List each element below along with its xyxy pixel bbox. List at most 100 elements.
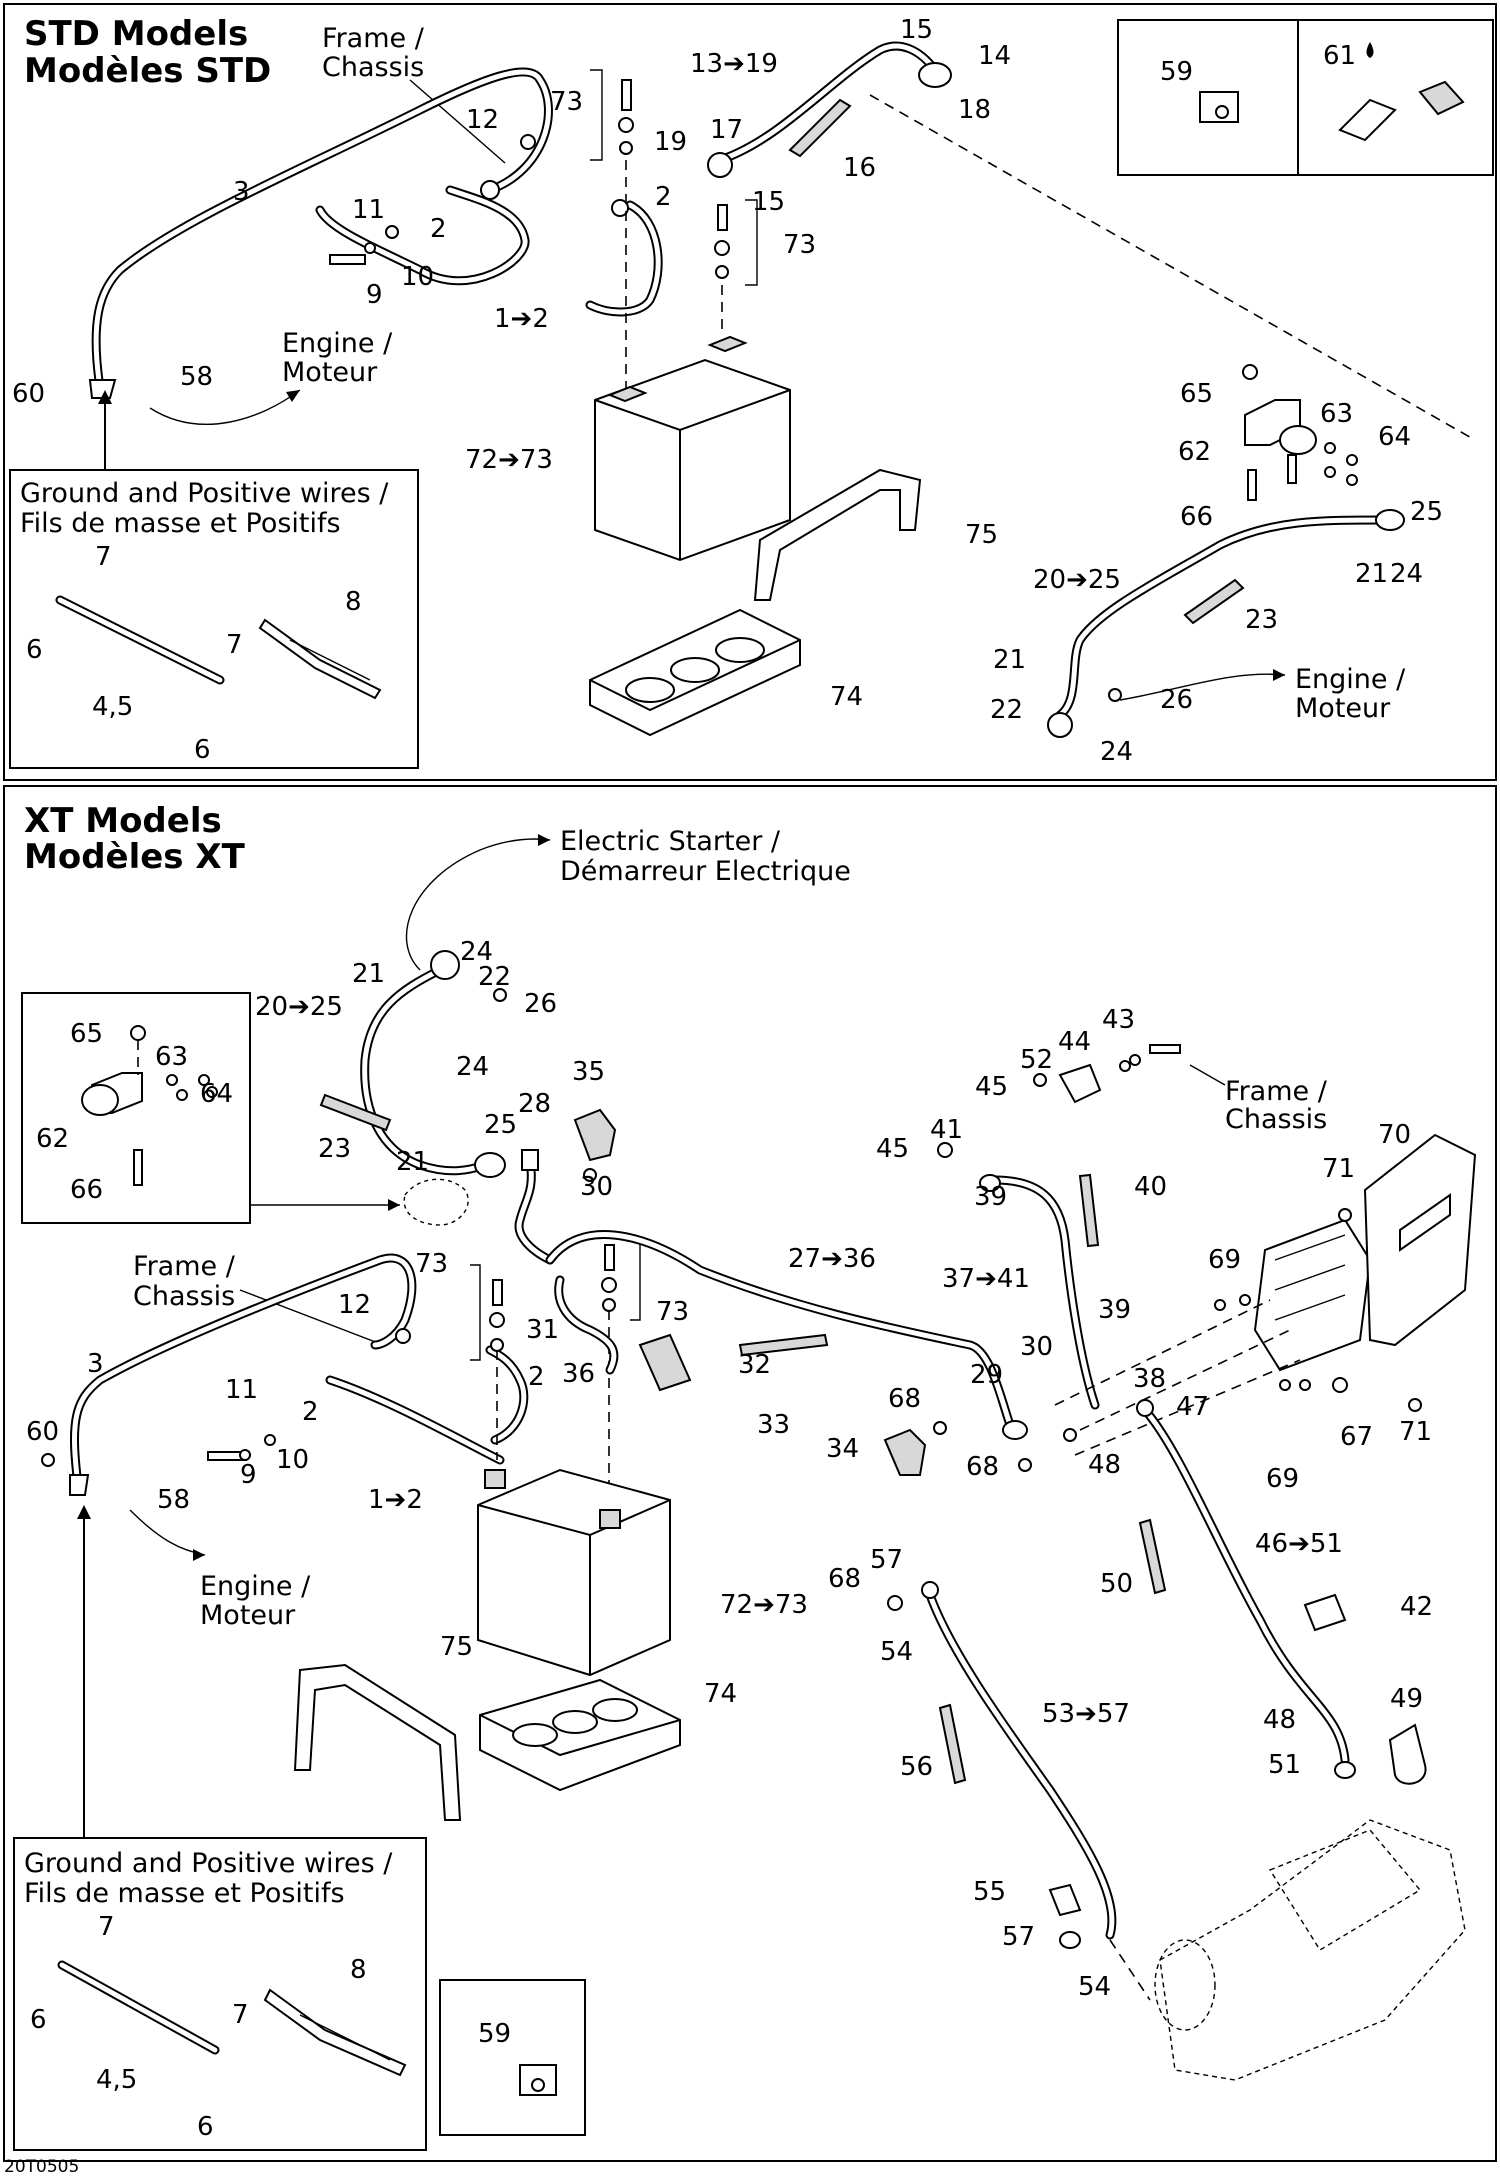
std-callout-15a: 15 xyxy=(900,15,933,45)
std-cable-20-25 xyxy=(1047,509,1405,738)
xt-callout-55: 55 xyxy=(973,1877,1006,1907)
std-title-en: STD Models xyxy=(24,14,248,54)
xt-callout-44: 44 xyxy=(1058,1027,1091,1057)
xt-cable-53-57 xyxy=(887,1581,1117,1949)
std-callout-58: 58 xyxy=(180,362,213,392)
std-callout-2b: 2 xyxy=(655,182,672,212)
xt-callout-60: 60 xyxy=(26,1417,59,1447)
xt-callout-21b: 21 xyxy=(396,1147,429,1177)
xt-callout-69a: 69 xyxy=(1208,1245,1241,1275)
std-battery-tray xyxy=(589,608,801,737)
std-callout-21b: 21 xyxy=(993,645,1026,675)
xt-engine-label-fr: Moteur xyxy=(200,1600,296,1631)
std-engine2-label-en: Engine / xyxy=(1295,664,1406,695)
xt-callout-53-57: 53➔57 xyxy=(1042,1699,1130,1729)
xt-frame-label-fr: Chassis xyxy=(133,1281,235,1312)
xt-starter-label-fr: Démarreur Electrique xyxy=(560,856,851,887)
std-callout-16: 16 xyxy=(843,153,876,183)
std-callout-13-19: 13➔19 xyxy=(690,49,778,79)
xt-ground-cable xyxy=(41,1253,417,1496)
xt-callout-10: 10 xyxy=(276,1445,309,1475)
std-callout-12: 12 xyxy=(466,105,499,135)
std-callout-17: 17 xyxy=(710,115,743,145)
xt-bolts-73 xyxy=(470,1239,641,1505)
xt-callout-64: 64 xyxy=(200,1079,233,1109)
xt-callout-4-5: 4,5 xyxy=(96,2065,137,2095)
xt-callout-22: 22 xyxy=(478,962,511,992)
std-callout-26: 26 xyxy=(1160,685,1193,715)
xt-callout-43: 43 xyxy=(1102,1005,1135,1035)
xt-callout-63: 63 xyxy=(155,1042,188,1072)
xt-connector-34 xyxy=(883,1428,927,1476)
xt-callout-20-25: 20➔25 xyxy=(255,992,343,1022)
xt-callout-68a: 68 xyxy=(888,1384,921,1414)
xt-callout-73a: 73 xyxy=(415,1249,448,1279)
std-callout-24a: 24 xyxy=(1390,559,1423,589)
xt-callout-58: 58 xyxy=(157,1485,190,1515)
xt-callout-21a: 21 xyxy=(352,959,385,989)
xt-battery-strap xyxy=(293,1663,462,1821)
xt-callout-45b: 45 xyxy=(876,1134,909,1164)
xt-title-en: XT Models xyxy=(24,801,222,841)
xt-callout-25: 25 xyxy=(484,1110,517,1140)
std-battery-strap xyxy=(753,468,922,601)
xt-title-fr: Modèles XT xyxy=(24,837,246,877)
std-callout-75: 75 xyxy=(965,520,998,550)
std-callout-24b: 24 xyxy=(1100,737,1133,767)
xt-cap-49 xyxy=(1388,1723,1427,1785)
xt-ground-frame-parts xyxy=(937,1044,1181,1158)
xt-callout-50: 50 xyxy=(1100,1569,1133,1599)
xt-wires-inset xyxy=(13,1505,427,2151)
xt-callout-73b: 73 xyxy=(656,1297,689,1327)
std-callout-21a: 21 xyxy=(1355,559,1388,589)
xt-callout-2b: 2 xyxy=(528,1362,545,1392)
xt-callout-66: 66 xyxy=(70,1175,103,1205)
xt-callout-29: 29 xyxy=(970,1360,1003,1390)
std-callout-66: 66 xyxy=(1180,502,1213,532)
xt-callout-1-2: 1➔2 xyxy=(368,1485,423,1515)
xt-callout-6b: 6 xyxy=(197,2112,214,2142)
xt-callout-54b: 54 xyxy=(1078,1972,1111,2002)
xt-callout-7a: 7 xyxy=(98,1912,115,1942)
xt-callout-51: 51 xyxy=(1268,1750,1301,1780)
xt-fuse-block xyxy=(1054,1133,1477,1456)
xt-callout-56: 56 xyxy=(900,1752,933,1782)
xt-callout-39a: 39 xyxy=(974,1182,1007,1212)
std-panel-border xyxy=(3,3,1497,781)
xt-callout-70: 70 xyxy=(1378,1120,1411,1150)
xt-callout-11: 11 xyxy=(225,1375,258,1405)
std-callouts: 3 11 2 12 73 1➔2 9 10 60 58 13➔19 15 14 … xyxy=(12,15,1443,767)
xt-callout-45a: 45 xyxy=(975,1072,1008,1102)
std-callout-20-25: 20➔25 xyxy=(1033,565,1121,595)
xt-callout-35: 35 xyxy=(572,1057,605,1087)
xt-callout-32: 32 xyxy=(738,1350,771,1380)
std-callout-25: 25 xyxy=(1410,497,1443,527)
std-callout-7a: 7 xyxy=(95,542,112,572)
std-frame-label-fr: Chassis xyxy=(322,52,424,83)
xt-callout-30b: 30 xyxy=(1020,1332,1053,1362)
std-engine2-label-fr: Moteur xyxy=(1295,693,1391,724)
std-callout-72-73: 72➔73 xyxy=(465,445,553,475)
xt-engine-arrow xyxy=(129,1509,206,1556)
std-wires-label-fr: Fils de masse et Positifs xyxy=(20,508,341,539)
std-callout-65: 65 xyxy=(1180,379,1213,409)
std-ground-cable xyxy=(88,67,553,399)
xt-callout-38: 38 xyxy=(1133,1364,1166,1394)
xt-callout-41: 41 xyxy=(930,1115,963,1145)
xt-callout-48b: 48 xyxy=(1263,1705,1296,1735)
std-positive-starter-cable xyxy=(707,41,952,178)
xt-callout-31: 31 xyxy=(526,1315,559,1345)
std-engine-arrow xyxy=(149,389,301,426)
std-solenoid xyxy=(1242,364,1358,501)
xt-callout-33: 33 xyxy=(757,1410,790,1440)
xt-battery xyxy=(477,1468,671,1677)
xt-callout-47: 47 xyxy=(1176,1392,1209,1422)
std-callout-4-5: 4,5 xyxy=(92,692,133,722)
xt-callout-9: 9 xyxy=(240,1460,257,1490)
xt-callout-52: 52 xyxy=(1020,1045,1053,1075)
std-engine-label-fr: Moteur xyxy=(282,357,378,388)
std-callout-11: 11 xyxy=(352,195,385,225)
std-wires-inset xyxy=(9,390,419,769)
xt-callout-67: 67 xyxy=(1340,1422,1373,1452)
